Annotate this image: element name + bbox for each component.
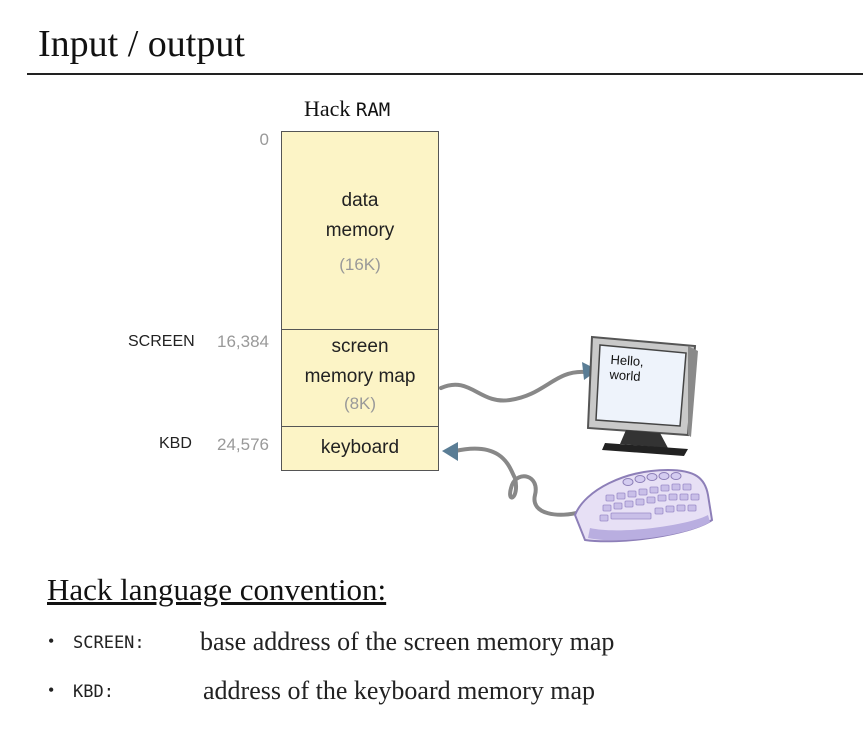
ram-title: Hack RAM <box>304 96 390 122</box>
data-memory-line1: data <box>341 190 379 211</box>
title-rule <box>27 73 863 75</box>
data-memory-size: (16K) <box>339 255 381 274</box>
convention-text-screen: base address of the screen memory map <box>200 627 615 656</box>
data-memory-line2: memory <box>325 220 395 241</box>
monitor-icon <box>586 335 698 456</box>
address-data: 0 <box>259 130 269 149</box>
keyboard-wire <box>453 446 582 517</box>
label-screen: SCREEN <box>128 333 195 350</box>
keyboard-icon <box>573 468 714 543</box>
screen-memory-block: screen memory map (8K) <box>281 329 439 427</box>
bullet-dot: • <box>48 680 55 700</box>
convention-heading: Hack language convention: <box>47 572 387 607</box>
data-memory-block: data memory (16K) <box>281 131 439 330</box>
screen-wire <box>439 369 587 403</box>
convention-item-screen: • SCREEN: base address of the screen mem… <box>48 627 748 661</box>
screen-memory-size: (8K) <box>343 394 377 413</box>
monitor-text-line2: world <box>608 366 642 384</box>
ram-title-word: Hack <box>304 96 351 121</box>
ram-title-mono: RAM <box>355 99 391 121</box>
convention-item-kbd: • KBD: address of the keyboard memory ma… <box>48 676 748 710</box>
screen-memory-line2: memory map <box>304 366 416 387</box>
keyboard-memory-block: keyboard <box>281 426 439 471</box>
screen-memory-line1: screen <box>331 336 389 357</box>
label-kbd: KBD <box>159 435 192 452</box>
address-screen: 16,384 <box>217 332 269 351</box>
convention-key-kbd: KBD: <box>73 682 114 702</box>
convention-text-kbd: address of the keyboard memory map <box>203 676 596 705</box>
keyboard-wire-arrowhead <box>442 442 458 461</box>
keyboard-memory-label: keyboard <box>320 437 400 458</box>
convention-key-screen: SCREEN: <box>73 633 145 653</box>
address-kbd: 24,576 <box>217 435 269 454</box>
slide-title: Input / output <box>38 23 245 65</box>
bullet-dot: • <box>48 631 55 651</box>
monitor-screen-text: Hello, world <box>609 352 644 384</box>
